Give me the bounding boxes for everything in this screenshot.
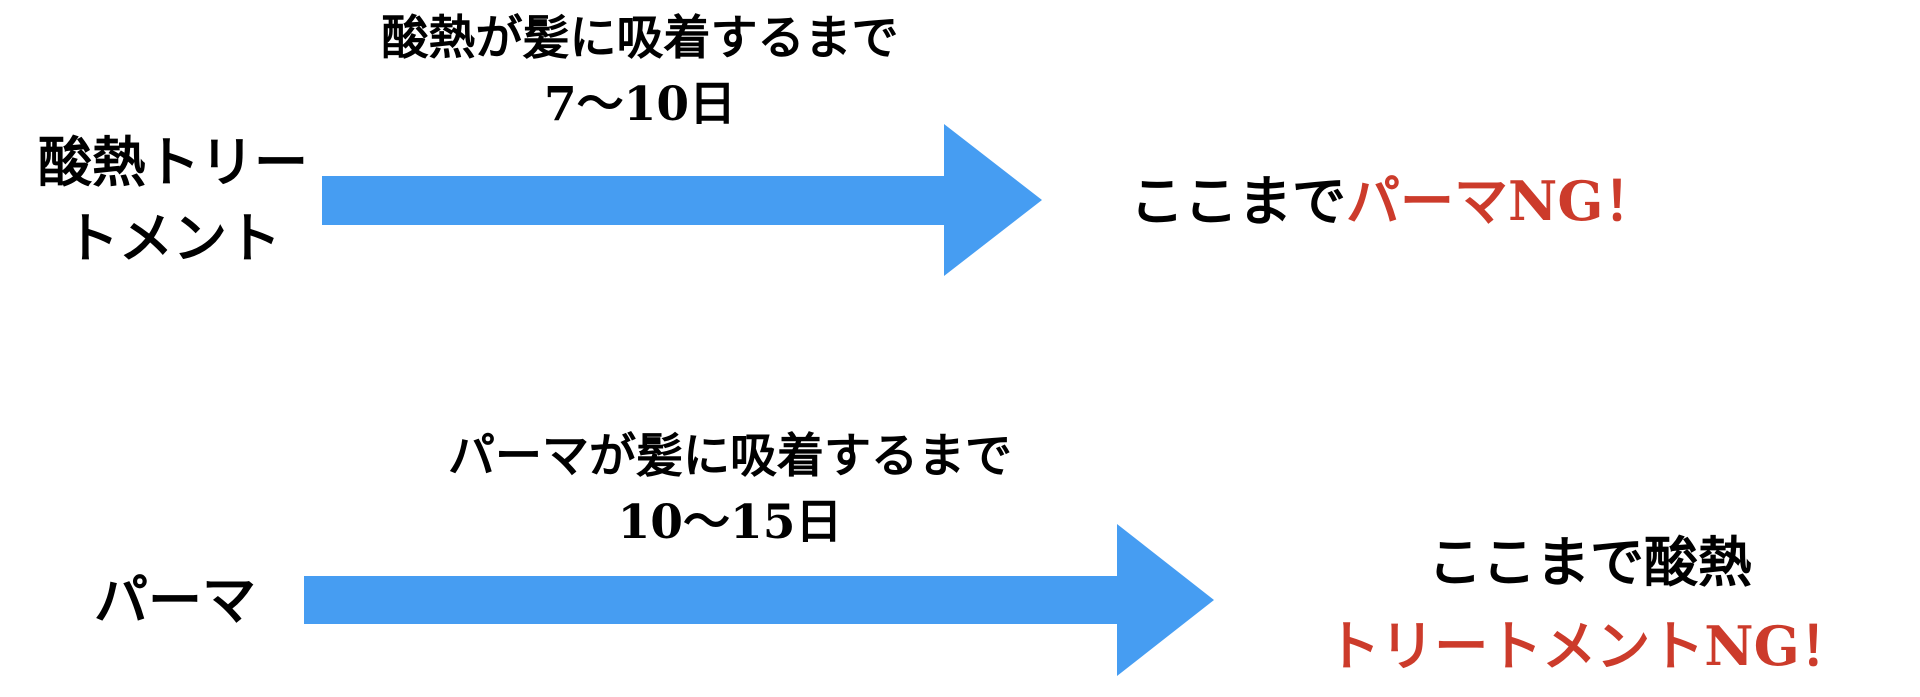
perm-label: パーマ (94, 568, 256, 632)
perm-result-warning: トリートメントNG！ (1326, 614, 1854, 678)
treatment-label-line1: 酸熱トリー (38, 130, 308, 194)
perm-duration-caption: パーマが髪に吸着するまで 10〜15日 (420, 424, 1040, 556)
treatment-arrow-shape (322, 124, 1042, 276)
treatment-result-prefix: ここまで (1130, 169, 1346, 233)
treatment-result: ここまでパーマNG！ (1130, 166, 1710, 236)
treatment-duration-caption: 酸熱が髪に吸着するまで 7〜10日 (340, 6, 940, 138)
treatment-arrow (322, 124, 1042, 276)
perm-result: ここまで酸熱 トリートメントNG！ (1260, 520, 1920, 688)
treatment-caption-line2: 7〜10日 (543, 77, 737, 132)
treatment-label: 酸熱トリー トメント (28, 124, 318, 276)
perm-result-line1: ここまで酸熱 (1428, 530, 1752, 594)
perm-arrow (304, 524, 1214, 676)
perm-caption-line1: パーマが髪に吸着するまで (448, 429, 1012, 484)
treatment-caption-line1: 酸熱が髪に吸着するまで (381, 11, 899, 66)
perm-arrow-shape (304, 524, 1214, 676)
perm-caption-line2: 10〜15日 (617, 495, 843, 550)
treatment-result-warning: パーマNG！ (1346, 169, 1658, 233)
treatment-label-line2: トメント (65, 206, 281, 270)
